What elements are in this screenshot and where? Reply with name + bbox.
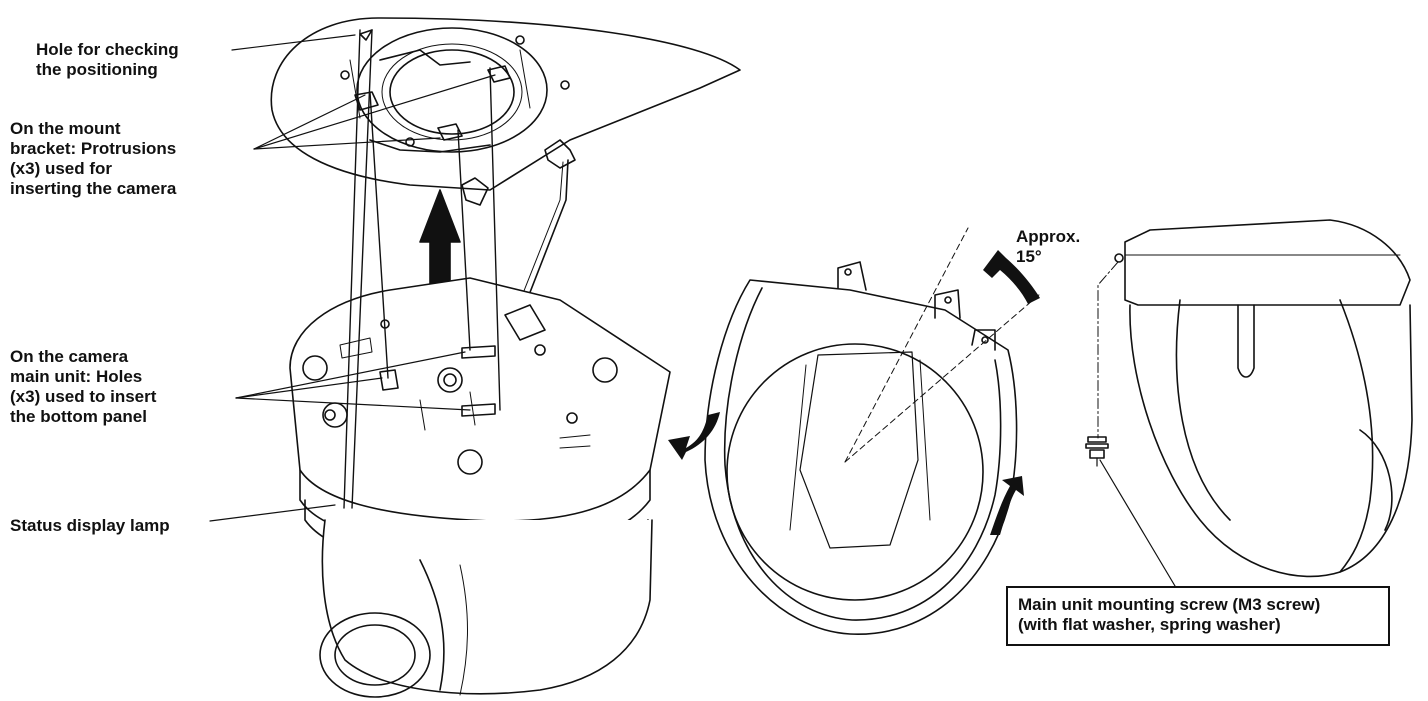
safety-wire (519, 159, 569, 319)
alignment-lines (343, 29, 501, 509)
label-bracket-protrusions: On the mount bracket: Protrusions (x3) u… (10, 119, 177, 198)
label-mounting-screw-line1: Main unit mounting screw (M3 screw) (1018, 595, 1321, 614)
label-angle: Approx. 15° (1016, 227, 1081, 266)
bottom-cover (704, 261, 1018, 635)
leader-lines (209, 34, 496, 522)
label-camera-holes: On the camera main unit: Holes (x3) used… (10, 347, 157, 426)
label-mounting-screw-line2: (with flat washer, spring washer) (1018, 615, 1281, 634)
camera-main-unit (289, 277, 671, 698)
mount-bracket (270, 17, 741, 206)
mounting-screw (1085, 253, 1124, 467)
label-positioning-hole: Hole for checking the positioning (36, 40, 179, 79)
rotation-arrows (668, 250, 1040, 535)
angle-lines (844, 227, 1041, 463)
label-mounting-screw-box: Main unit mounting screw (M3 screw) (wit… (1006, 586, 1390, 646)
screw-leader-line (1099, 459, 1176, 587)
label-status-lamp: Status display lamp (10, 516, 170, 535)
installed-camera (1124, 219, 1413, 578)
